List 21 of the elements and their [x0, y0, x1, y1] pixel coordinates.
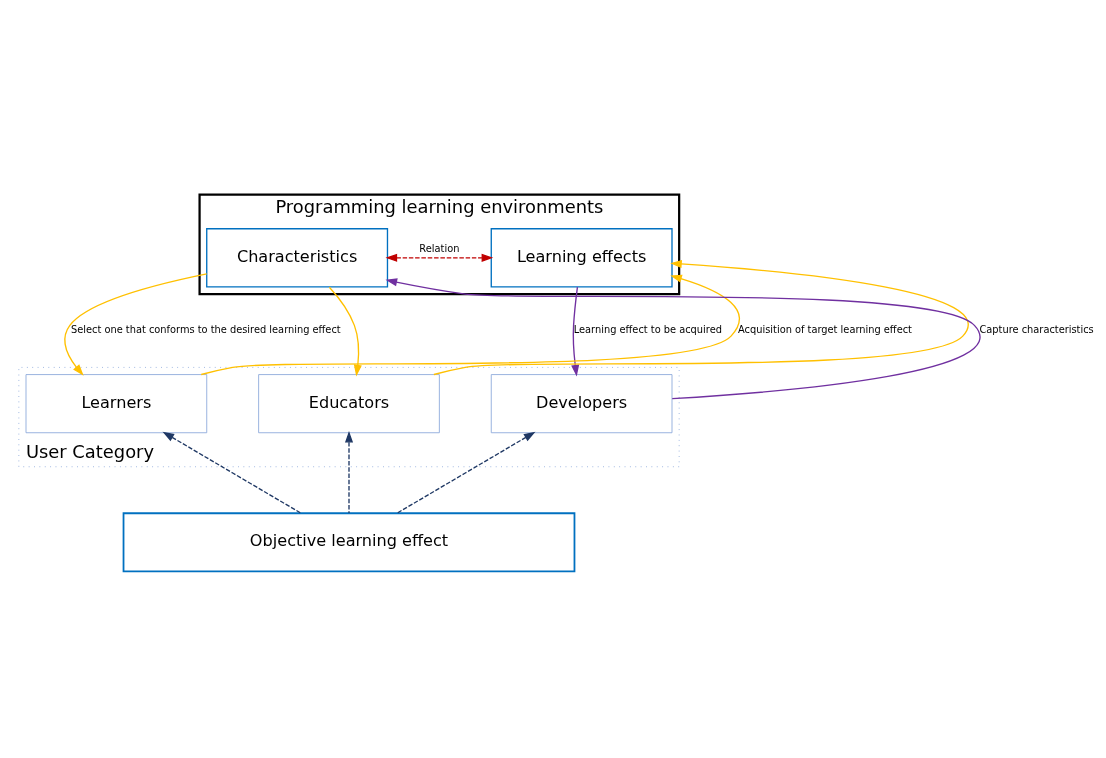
arrow: [64, 272, 208, 376]
arrow: [385, 253, 494, 262]
edge-label: Select one that conforms to the desired learning effect: [70, 323, 341, 335]
edge-label: Capture characteristics: [979, 323, 1094, 335]
arrow: [385, 277, 981, 399]
arrow: [328, 286, 362, 376]
arrow: [344, 430, 354, 514]
arrow: [396, 431, 536, 514]
edge-label: Acquisition of target learning effect: [738, 323, 912, 335]
arrow: [162, 431, 302, 514]
edge-label: Relation: [419, 242, 460, 254]
arrow: [433, 259, 969, 375]
edge-label: Learning effect to be acquired: [573, 323, 722, 335]
arrow: [200, 274, 741, 375]
node-box: Objective learning effect: [122, 511, 576, 572]
node-box: Developers: [490, 373, 673, 433]
node-box: Educators: [258, 373, 440, 433]
node-box: Learners: [25, 373, 208, 433]
node-box: Learning effects: [490, 227, 673, 288]
arrow: [571, 286, 580, 377]
node-box: Characteristics: [206, 227, 389, 288]
